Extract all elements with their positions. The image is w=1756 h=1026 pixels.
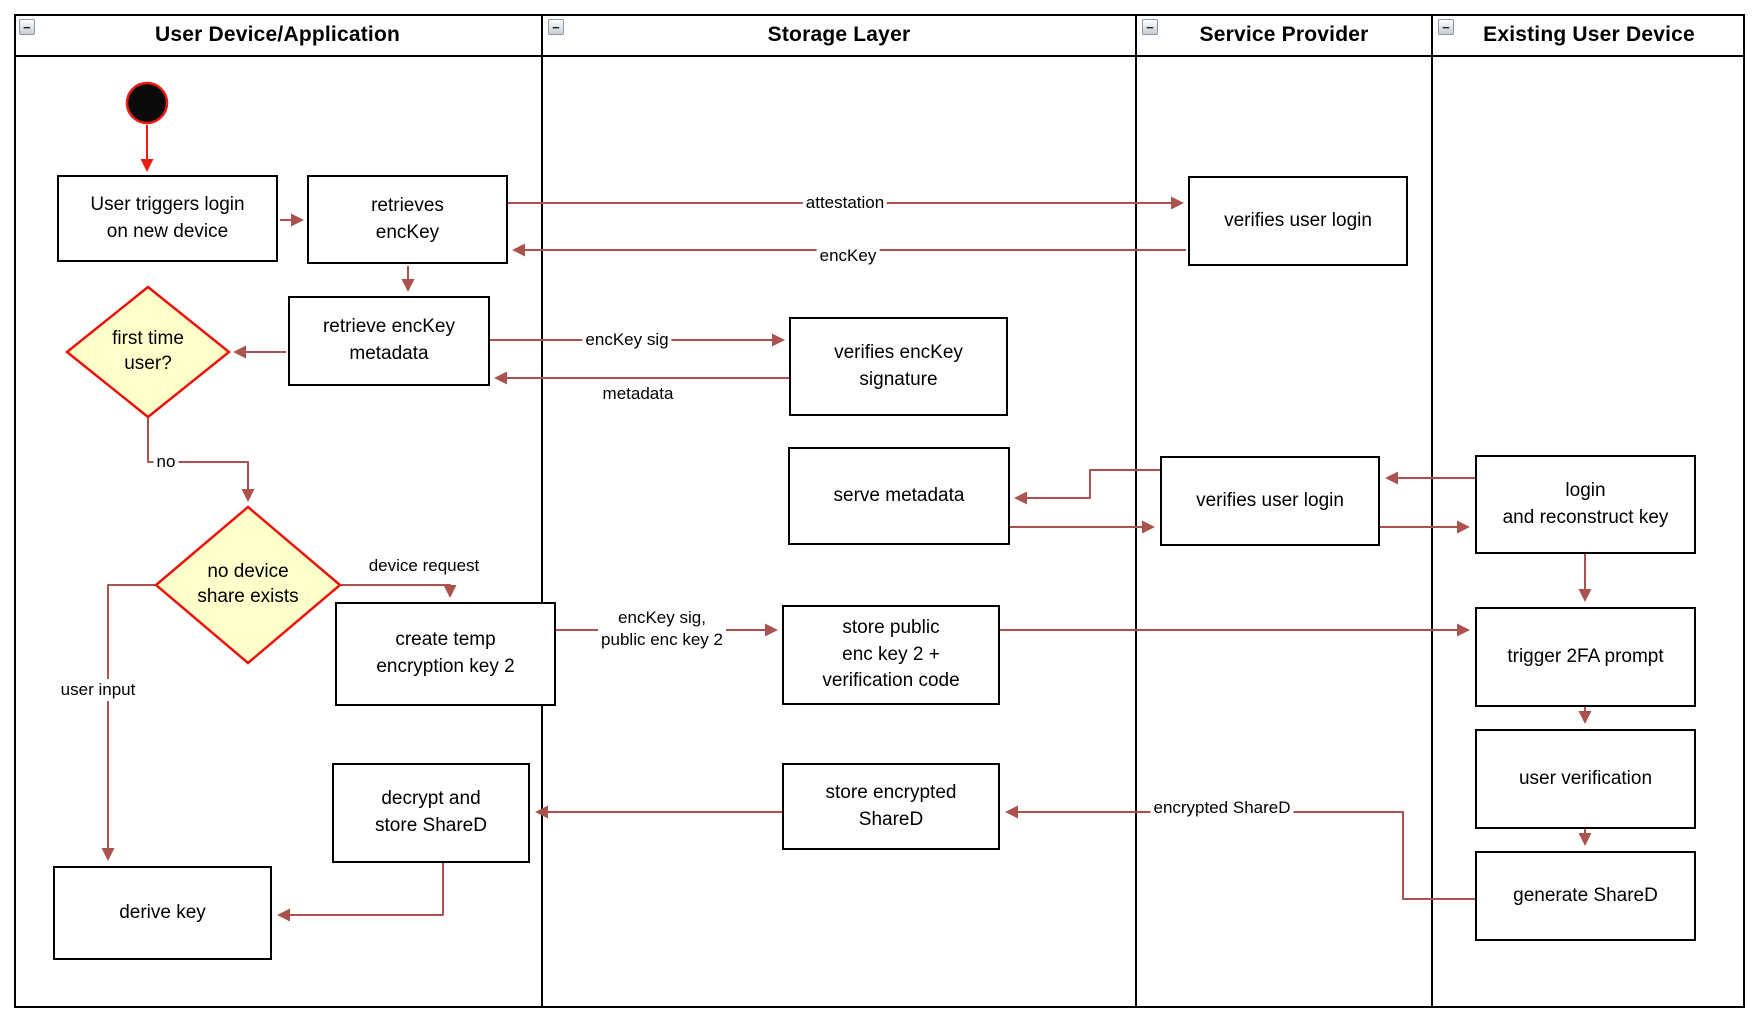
collapse-lane-icon[interactable]: − <box>19 19 35 35</box>
store-public-enc-key-2[interactable]: store public enc key 2 + verification co… <box>782 605 1000 705</box>
first-time-user[interactable]: first time user? <box>112 328 184 374</box>
generate-shared[interactable]: generate ShareD <box>1475 851 1696 941</box>
derive-key[interactable]: derive key <box>53 866 272 960</box>
lane-title: Existing User Device <box>1483 22 1695 46</box>
no-device-share-exists[interactable]: no device share exists <box>197 561 299 607</box>
lane-title: Storage Layer <box>767 22 911 46</box>
decrypt-and-store-shared[interactable]: decrypt and store ShareD <box>332 763 530 863</box>
edge-label-metadata-return: metadata <box>599 382 677 406</box>
lane-title: User Device/Application <box>154 22 400 46</box>
collapse-lane-icon[interactable]: − <box>1438 19 1454 35</box>
verifies-user-login-mid[interactable]: verifies user login <box>1160 456 1380 546</box>
lane-user-device-application: − User Device/Application <box>14 14 543 1008</box>
verifies-enckey-signature[interactable]: verifies encKey signature <box>789 317 1008 416</box>
lane-title: Service Provider <box>1199 22 1369 46</box>
trigger-2fa-prompt[interactable]: trigger 2FA prompt <box>1475 607 1696 707</box>
user-verification[interactable]: user verification <box>1475 729 1696 829</box>
edge-label-enckey-sig: encKey sig <box>582 328 672 352</box>
lane-existing-user-device: − Existing User Device <box>1433 14 1745 1008</box>
login-and-reconstruct-key[interactable]: login and reconstruct key <box>1475 455 1696 554</box>
edge-label-enckey-return: encKey <box>816 244 880 268</box>
lane-header-user-device-application[interactable]: − User Device/Application <box>14 14 541 57</box>
collapse-lane-icon[interactable]: − <box>1142 19 1158 35</box>
serve-metadata[interactable]: serve metadata <box>788 447 1010 545</box>
lane-service-provider: − Service Provider <box>1137 14 1433 1008</box>
edge-label-user-input: user input <box>57 678 139 702</box>
lane-header-storage-layer[interactable]: − Storage Layer <box>543 14 1135 57</box>
edge-label-attestation: attestation <box>802 191 888 215</box>
lane-header-service-provider[interactable]: − Service Provider <box>1137 14 1431 57</box>
edge-label-enckey-sig-public-enc-key-2: encKey sig, public enc key 2 <box>598 606 726 652</box>
edge-label-no-branch: no <box>153 450 179 474</box>
edge-label-device-request: device request <box>365 554 483 578</box>
retrieves-enckey[interactable]: retrieves encKey <box>307 175 508 264</box>
store-encrypted-shared[interactable]: store encrypted ShareD <box>782 763 1000 850</box>
collapse-lane-icon[interactable]: − <box>548 19 564 35</box>
lane-header-existing-user-device[interactable]: − Existing User Device <box>1433 14 1745 57</box>
edge-label-encrypted-shared: encrypted ShareD <box>1150 796 1294 820</box>
lane-storage-layer: − Storage Layer <box>543 14 1137 1008</box>
verifies-user-login-top[interactable]: verifies user login <box>1188 176 1408 266</box>
create-temp-encryption-key-2[interactable]: create temp encryption key 2 <box>335 602 556 706</box>
user-triggers-login[interactable]: User triggers login on new device <box>57 175 278 262</box>
retrieve-enckey-metadata[interactable]: retrieve encKey metadata <box>288 296 490 386</box>
